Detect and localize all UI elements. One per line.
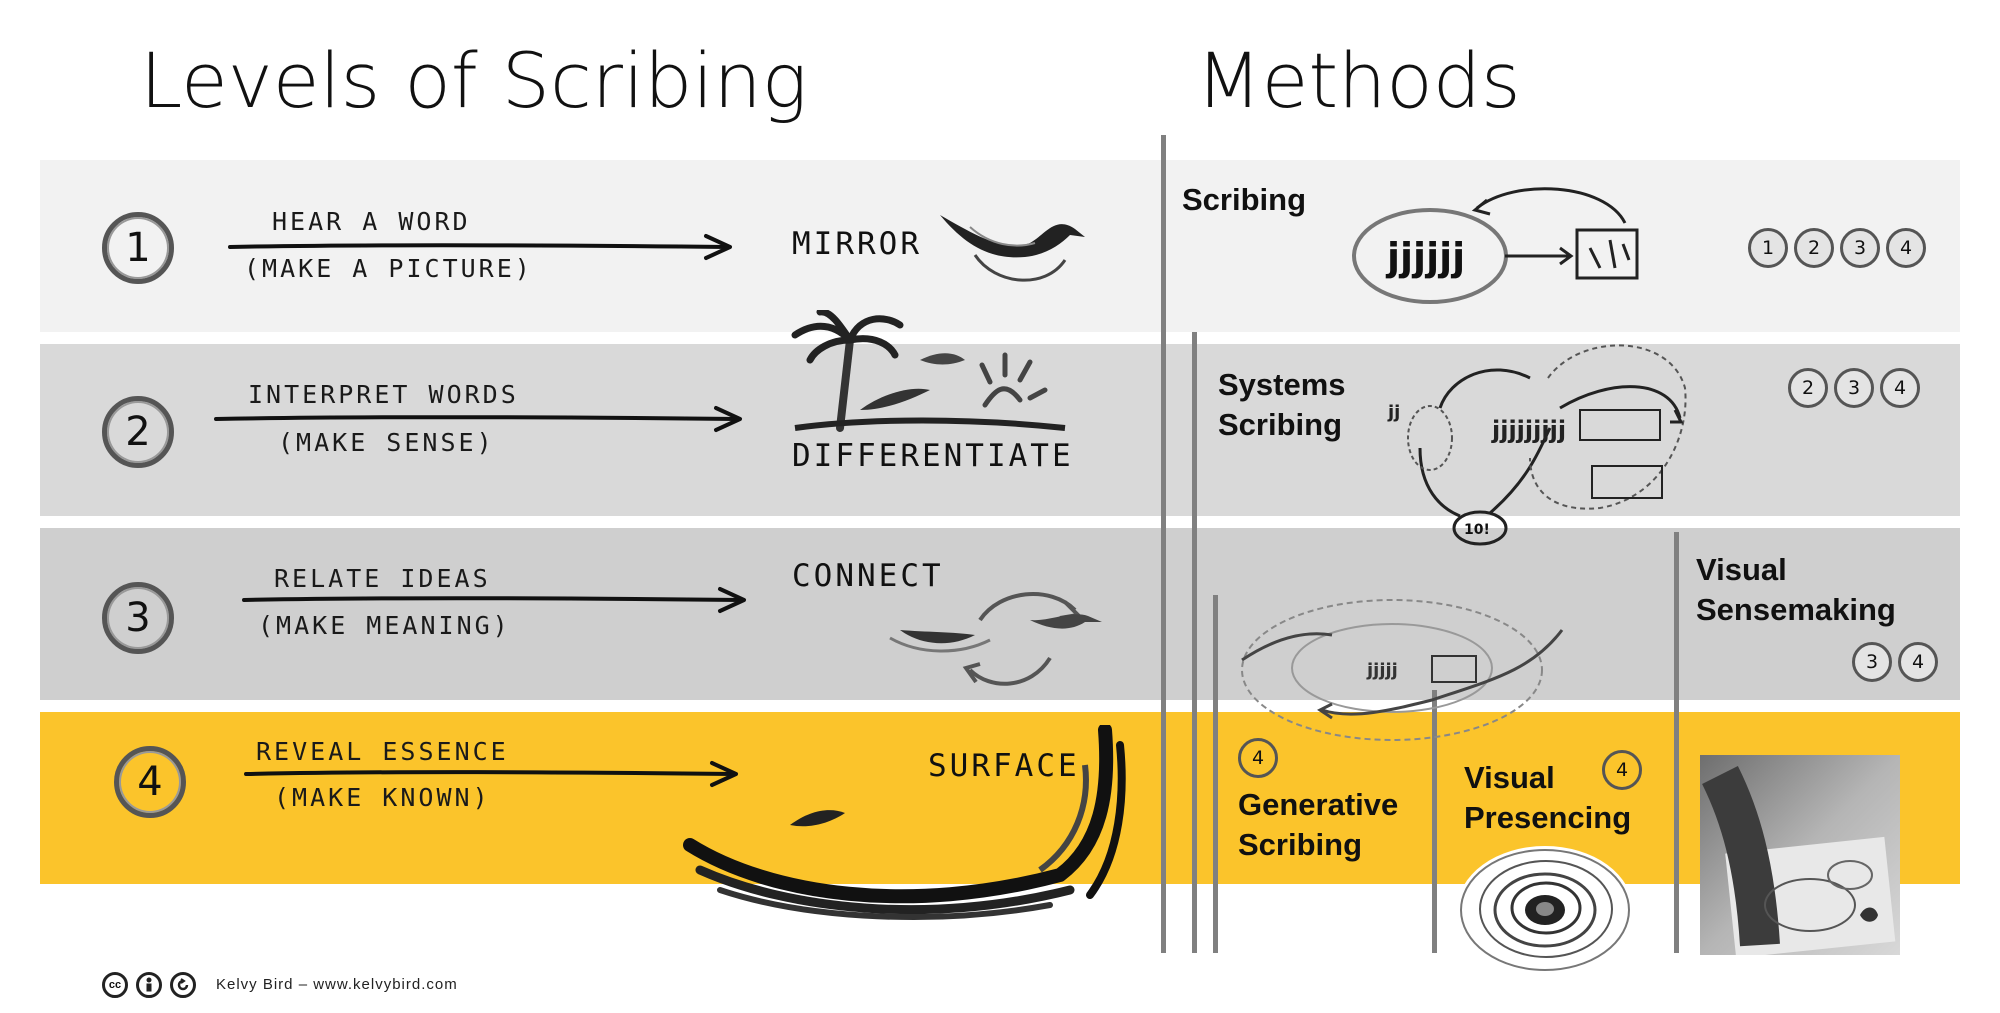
level-3-main-label: RELATE IDEAS bbox=[274, 564, 491, 593]
badge-4: 4 bbox=[1880, 368, 1920, 408]
divider-sensemaking bbox=[1674, 532, 1679, 953]
systems-scribing-diagram-icon: 10! jjjjjjjjj jj bbox=[1387, 344, 1687, 546]
level-4-verb: SURFACE bbox=[928, 748, 1080, 784]
divider-presencing bbox=[1432, 690, 1437, 953]
presencing-line-1: Visual bbox=[1464, 760, 1555, 795]
method-systems-label: Systems Scribing bbox=[1218, 365, 1346, 445]
level-2-number: 2 bbox=[102, 396, 174, 468]
badge-2: 2 bbox=[1794, 228, 1834, 268]
methods-title: Methods bbox=[1196, 36, 1521, 125]
level-2-arrow-icon bbox=[214, 406, 742, 432]
palm-tree-landscape-icon bbox=[791, 310, 1066, 432]
badge-3: 3 bbox=[1840, 228, 1880, 268]
level-1-sub-label: (MAKE A PICTURE) bbox=[244, 254, 533, 283]
badge-3: 3 bbox=[1834, 368, 1874, 408]
divider-scribing bbox=[1161, 135, 1166, 953]
presencing-line-2: Presencing bbox=[1464, 800, 1632, 835]
workshop-photo bbox=[1700, 755, 1900, 955]
sensemaking-level-badges: 3 4 bbox=[1852, 642, 1938, 682]
svg-text:jjjjjjjjj: jjjjjjjjj bbox=[1491, 416, 1566, 444]
level-1-arrow-icon bbox=[228, 234, 732, 260]
level-3-verb: CONNECT bbox=[792, 558, 944, 594]
spiral-drawing-icon bbox=[1457, 846, 1633, 974]
level-1-number: 1 bbox=[102, 212, 174, 284]
level-3-number: 3 bbox=[102, 582, 174, 654]
badge-2: 2 bbox=[1788, 368, 1828, 408]
level-1-verb: MIRROR bbox=[792, 226, 922, 262]
level-4-arrow-icon bbox=[244, 761, 738, 787]
sensemaking-line-1: Visual bbox=[1696, 552, 1787, 587]
badge-1: 1 bbox=[1748, 228, 1788, 268]
badge-3: 3 bbox=[1852, 642, 1892, 682]
levels-title: Levels of Scribing bbox=[140, 36, 808, 125]
cc-icon: cc bbox=[102, 972, 128, 998]
presencing-level-badge: 4 bbox=[1602, 750, 1642, 790]
license-icons: cc bbox=[102, 972, 196, 998]
svg-text:jjjjjj: jjjjjj bbox=[1385, 235, 1465, 279]
scribing-diagram-icon: jjjjjj bbox=[1352, 187, 1639, 304]
level-1-main-label: HEAR A WORD bbox=[272, 207, 471, 236]
level-3-arrow-icon bbox=[242, 587, 746, 613]
band-level-3 bbox=[40, 528, 1960, 700]
svg-text:10!: 10! bbox=[1464, 522, 1490, 538]
divider-generative bbox=[1213, 595, 1218, 953]
surface-wave-bird-icon bbox=[683, 725, 1126, 920]
band-level-2 bbox=[40, 344, 1960, 516]
method-presencing-label: Visual Presencing bbox=[1464, 758, 1631, 838]
svg-text:jj: jj bbox=[1387, 402, 1400, 423]
share-alike-icon bbox=[170, 972, 196, 998]
badge-4: 4 bbox=[1898, 642, 1938, 682]
level-2-verb: DIFFERENTIATE bbox=[792, 438, 1074, 474]
level-4-main-label: REVEAL ESSENCE bbox=[256, 737, 509, 766]
method-generative-label: Generative Scribing bbox=[1238, 785, 1398, 865]
level-4-sub-label: (MAKE KNOWN) bbox=[274, 783, 491, 812]
svg-text:jjjjj: jjjjj bbox=[1366, 660, 1398, 681]
badge-4: 4 bbox=[1886, 228, 1926, 268]
level-2-main-label: INTERPRET WORDS bbox=[248, 380, 519, 409]
method-scribing-label: Scribing bbox=[1182, 182, 1307, 217]
generative-scribing-diagram-icon: jjjjj bbox=[1241, 599, 1564, 741]
nest-and-bird-cycle-icon bbox=[889, 592, 1102, 686]
sensemaking-line-2: Sensemaking bbox=[1696, 592, 1896, 627]
systems-line-2: Scribing bbox=[1218, 407, 1343, 442]
divider-systems bbox=[1192, 332, 1197, 953]
level-4-number: 4 bbox=[114, 746, 186, 818]
band-level-4 bbox=[40, 712, 1960, 884]
systems-line-1: Systems bbox=[1218, 367, 1346, 402]
level-3-sub-label: (MAKE MEANING) bbox=[258, 611, 511, 640]
footer-credit: Kelvy Bird – www.kelvybird.com bbox=[216, 976, 458, 993]
generative-level-badge: 4 bbox=[1238, 738, 1278, 778]
bird-icon bbox=[940, 215, 1085, 282]
generative-line-2: Scribing bbox=[1238, 827, 1363, 862]
systems-level-badges: 2 3 4 bbox=[1788, 368, 1920, 408]
scribing-level-badges: 1 2 3 4 bbox=[1748, 228, 1926, 268]
method-sensemaking-label: Visual Sensemaking bbox=[1696, 550, 1896, 630]
generative-line-1: Generative bbox=[1238, 787, 1399, 822]
level-2-sub-label: (MAKE SENSE) bbox=[278, 428, 495, 457]
attribution-icon bbox=[136, 972, 162, 998]
